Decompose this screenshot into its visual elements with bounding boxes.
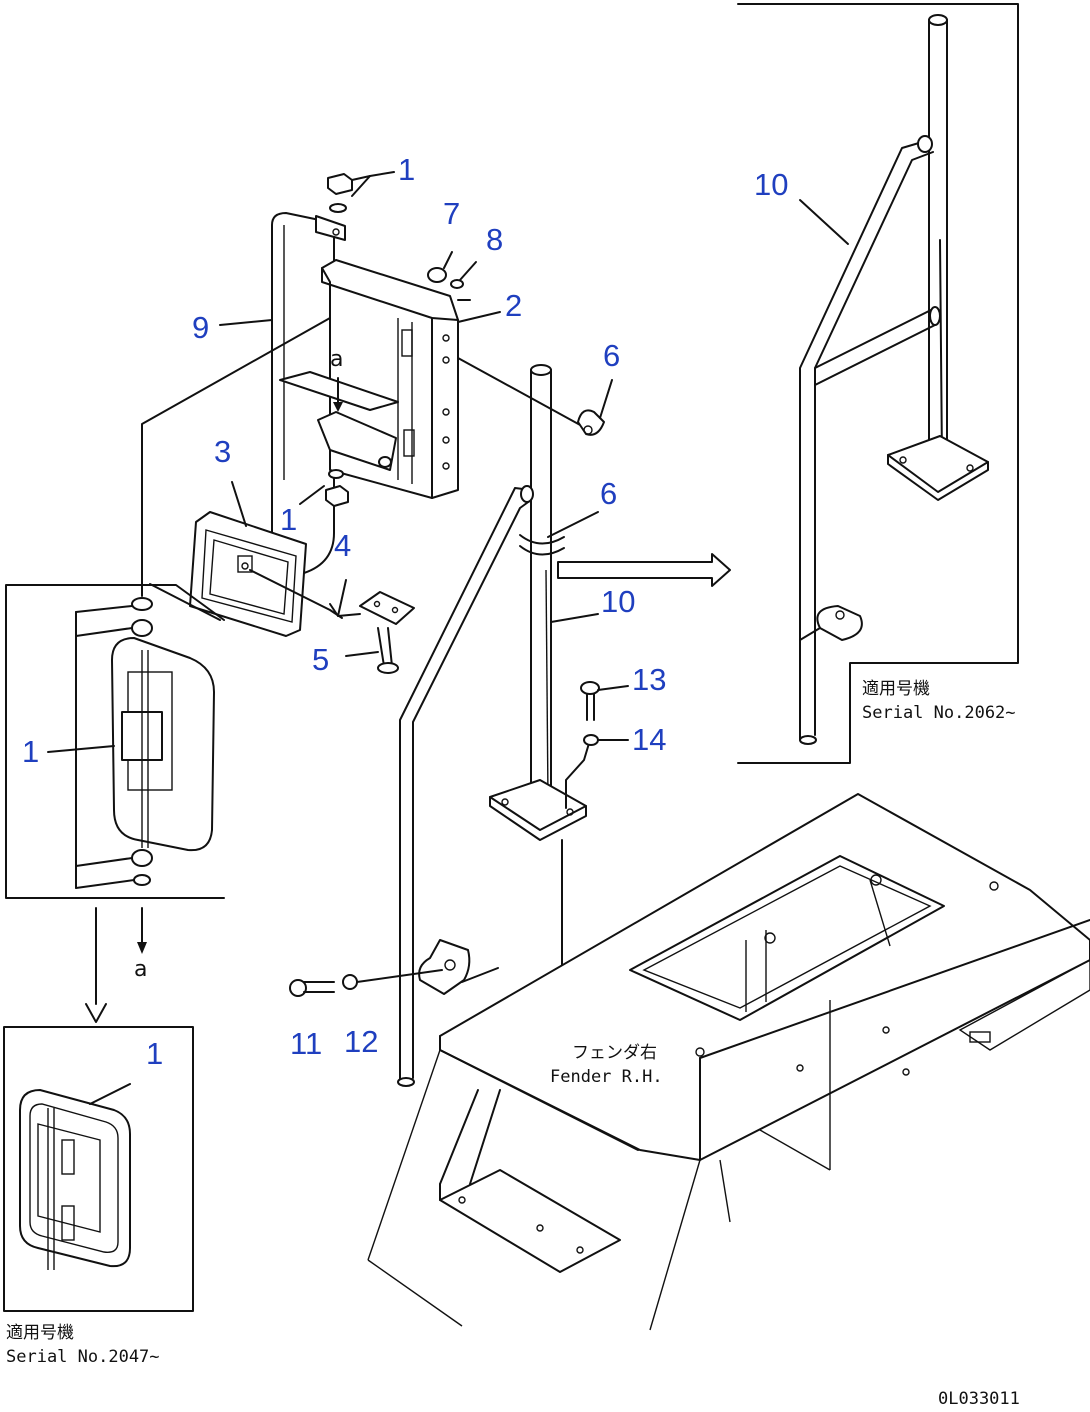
callout-1-bottom: 1 xyxy=(146,1036,163,1071)
callout-1-top: 1 xyxy=(398,152,415,187)
callout-6-mid: 6 xyxy=(600,476,617,511)
view-marks: a a xyxy=(134,347,343,982)
inset-frame-left xyxy=(5,584,225,899)
callout-9: 9 xyxy=(192,310,209,345)
view-mark-a-lower: a xyxy=(134,957,147,982)
serial-label-right: Serial No.2062~ xyxy=(862,703,1016,723)
inset-frame-bottom xyxy=(3,1026,194,1312)
arrow-to-inset xyxy=(557,553,731,587)
callout-1-inset: 1 xyxy=(22,734,39,769)
fender-drawing xyxy=(367,793,1090,1331)
mirror-bracket-assembly xyxy=(141,171,583,597)
callout-8: 8 xyxy=(486,222,503,257)
leader-10-inset xyxy=(799,199,849,245)
applicable-label-bottom: 適用号機 xyxy=(6,1323,74,1343)
callout-10-inset: 10 xyxy=(754,167,788,202)
callout-14: 14 xyxy=(632,722,666,757)
callout-11: 11 xyxy=(290,1026,322,1061)
callout-5: 5 xyxy=(312,642,329,677)
serial-label-bottom: Serial No.2047~ xyxy=(6,1347,160,1367)
stay-10 xyxy=(397,364,599,1087)
fender-label-jp: フェンダ右 xyxy=(572,1043,657,1063)
callout-3: 3 xyxy=(214,434,231,469)
clamp-6-top xyxy=(577,379,613,436)
mirror-3-assembly xyxy=(149,481,415,674)
inset-frame-right xyxy=(737,3,1019,764)
view-mark-a-top: a xyxy=(330,347,343,372)
bolt-13-washer-14 xyxy=(580,681,629,746)
callout-6-top: 6 xyxy=(603,338,620,373)
text-labels: フェンダ右 Fender R.H. 適用号機 Serial No.2062~ 適… xyxy=(6,679,1020,1409)
callout-1-lower: 1 xyxy=(280,502,297,537)
callout-13: 13 xyxy=(632,662,666,697)
callouts: 1 7 8 2 9 6 3 1 4 6 10 5 13 14 1 11 12 1… xyxy=(22,152,788,1071)
bolt-11-washer-12 xyxy=(289,939,499,997)
inset-stay-drawing xyxy=(799,14,989,745)
callout-4: 4 xyxy=(334,528,351,563)
callout-10-main: 10 xyxy=(601,584,635,619)
callout-12: 12 xyxy=(344,1024,378,1059)
drawing-code: 0L033011 xyxy=(938,1389,1020,1409)
callout-2: 2 xyxy=(505,288,522,323)
arrows-to-bottom-inset xyxy=(85,907,147,1023)
inset-bottom-mirror xyxy=(19,1083,131,1270)
inset-mirror-drawing xyxy=(47,597,215,889)
fender-label-en: Fender R.H. xyxy=(550,1067,663,1087)
callout-7: 7 xyxy=(443,196,460,231)
applicable-label-right: 適用号機 xyxy=(862,679,930,699)
